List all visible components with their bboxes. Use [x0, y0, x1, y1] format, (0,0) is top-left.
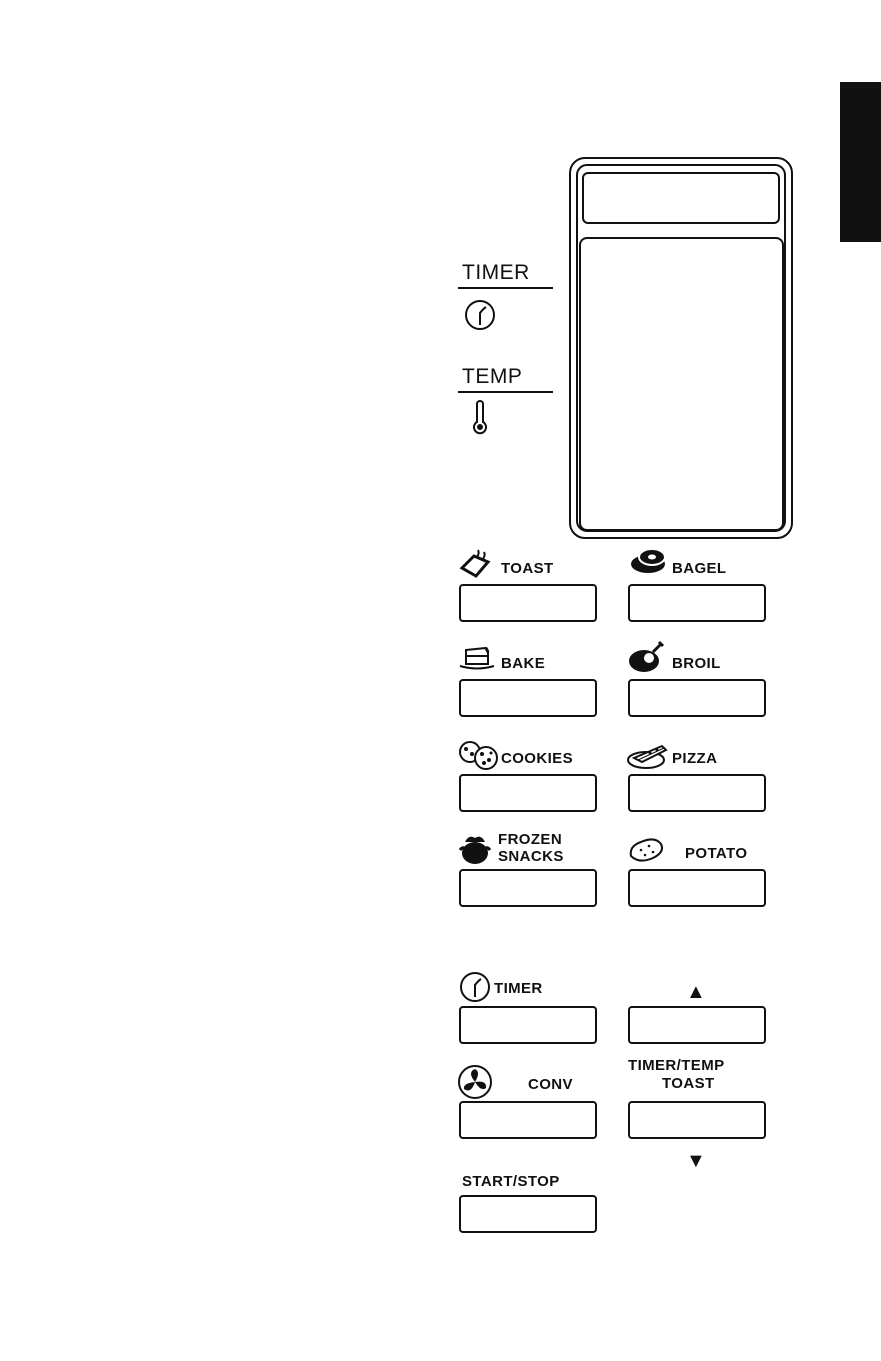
timer-label: TIMER — [494, 981, 543, 997]
up-button[interactable] — [628, 1006, 766, 1044]
fan-icon — [457, 1064, 493, 1100]
cake-icon — [458, 644, 496, 672]
toast-icon — [458, 546, 496, 580]
cookies-icon — [456, 740, 500, 772]
broil-label: BROIL — [672, 656, 721, 672]
lcd-main-window — [579, 237, 784, 531]
thermometer-icon — [470, 400, 490, 436]
timer-temp-toast-label-line1: TIMER/TEMP — [628, 1058, 725, 1074]
temp-indicator-label: TEMP — [462, 366, 522, 388]
frozen-snacks-button[interactable] — [459, 869, 597, 907]
up-arrow-icon: ▲ — [686, 982, 706, 1002]
conv-label: CONV — [528, 1077, 573, 1093]
pizza-label: PIZZA — [672, 751, 717, 767]
lcd-top-window — [582, 172, 780, 224]
frozen-snacks-label-line2: SNACKS — [498, 849, 564, 865]
toast-button[interactable] — [459, 584, 597, 622]
start-stop-label: START/STOP — [462, 1174, 560, 1190]
bagel-icon — [627, 546, 669, 578]
frozen-snacks-icon — [457, 832, 493, 866]
potato-label: POTATO — [685, 846, 747, 862]
chicken-icon — [627, 640, 669, 674]
bagel-label: BAGEL — [672, 561, 727, 577]
clock-icon — [458, 970, 492, 1004]
frozen-snacks-label-line1: FROZEN — [498, 832, 562, 848]
timer-temp-toast-label-line2: TOAST — [662, 1076, 715, 1092]
cookies-label: COOKIES — [501, 751, 573, 767]
pizza-button[interactable] — [628, 774, 766, 812]
start-stop-button[interactable] — [459, 1195, 597, 1233]
clock-icon — [463, 298, 497, 332]
broil-button[interactable] — [628, 679, 766, 717]
down-button[interactable] — [628, 1101, 766, 1139]
bake-button[interactable] — [459, 679, 597, 717]
timer-indicator-rule — [458, 287, 553, 289]
conv-button[interactable] — [459, 1101, 597, 1139]
timer-indicator-label: TIMER — [462, 262, 530, 284]
potato-button[interactable] — [628, 869, 766, 907]
temp-indicator-rule — [458, 391, 553, 393]
section-tab — [840, 82, 881, 242]
potato-icon — [627, 836, 665, 864]
bake-label: BAKE — [501, 656, 545, 672]
pizza-icon — [626, 740, 672, 770]
down-arrow-icon: ▼ — [686, 1151, 706, 1171]
cookies-button[interactable] — [459, 774, 597, 812]
bagel-button[interactable] — [628, 584, 766, 622]
timer-button[interactable] — [459, 1006, 597, 1044]
toast-label: TOAST — [501, 561, 554, 577]
